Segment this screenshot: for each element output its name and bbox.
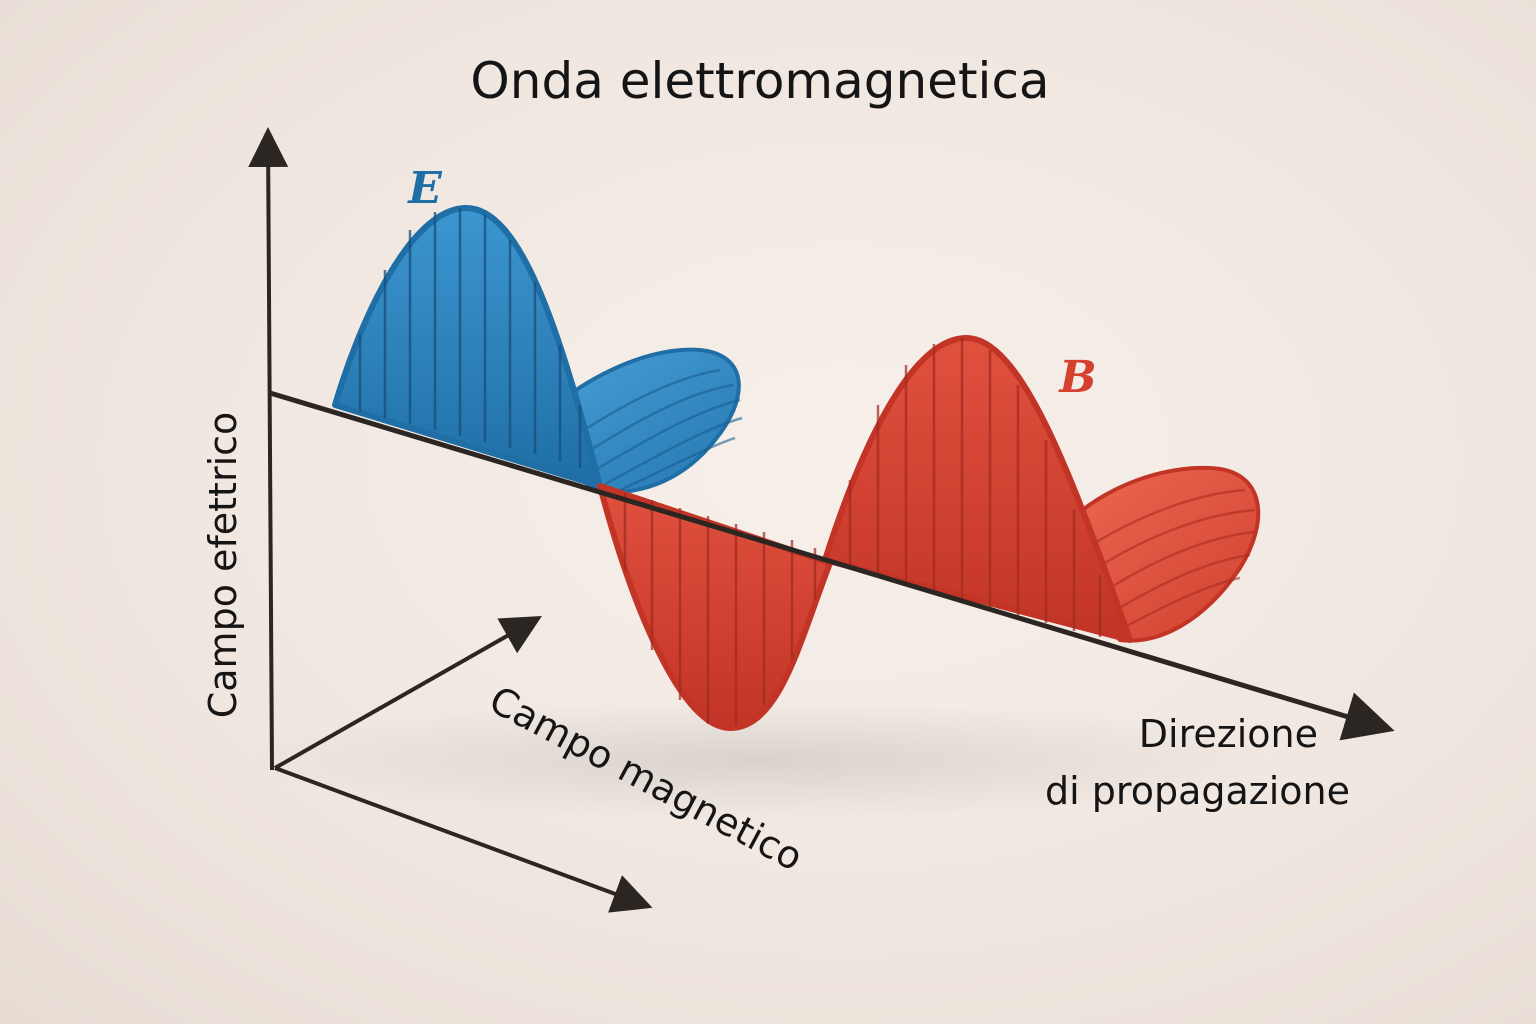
- axes: [248, 127, 1395, 913]
- z-axis-arrow: [274, 616, 542, 770]
- floor-axis-arrow: [274, 766, 653, 913]
- e-field-label: E: [406, 163, 443, 214]
- x-axis-label-line1: Direzione: [1139, 712, 1318, 756]
- wave-shadow: [240, 700, 1280, 820]
- diagram-title: Onda elettromagnetica: [470, 52, 1049, 110]
- x-axis-label-line2: di propagazione: [1045, 769, 1350, 813]
- y-axis-arrow: [248, 127, 289, 771]
- b-field-wave-upper: [822, 334, 1133, 643]
- b-field-label: B: [1057, 352, 1096, 403]
- x-axis-arrow: [269, 390, 1395, 741]
- y-axis-label: Campo efettrico: [201, 412, 245, 719]
- b-field-wave-lower: [597, 483, 833, 731]
- e-field-wave: [332, 204, 603, 489]
